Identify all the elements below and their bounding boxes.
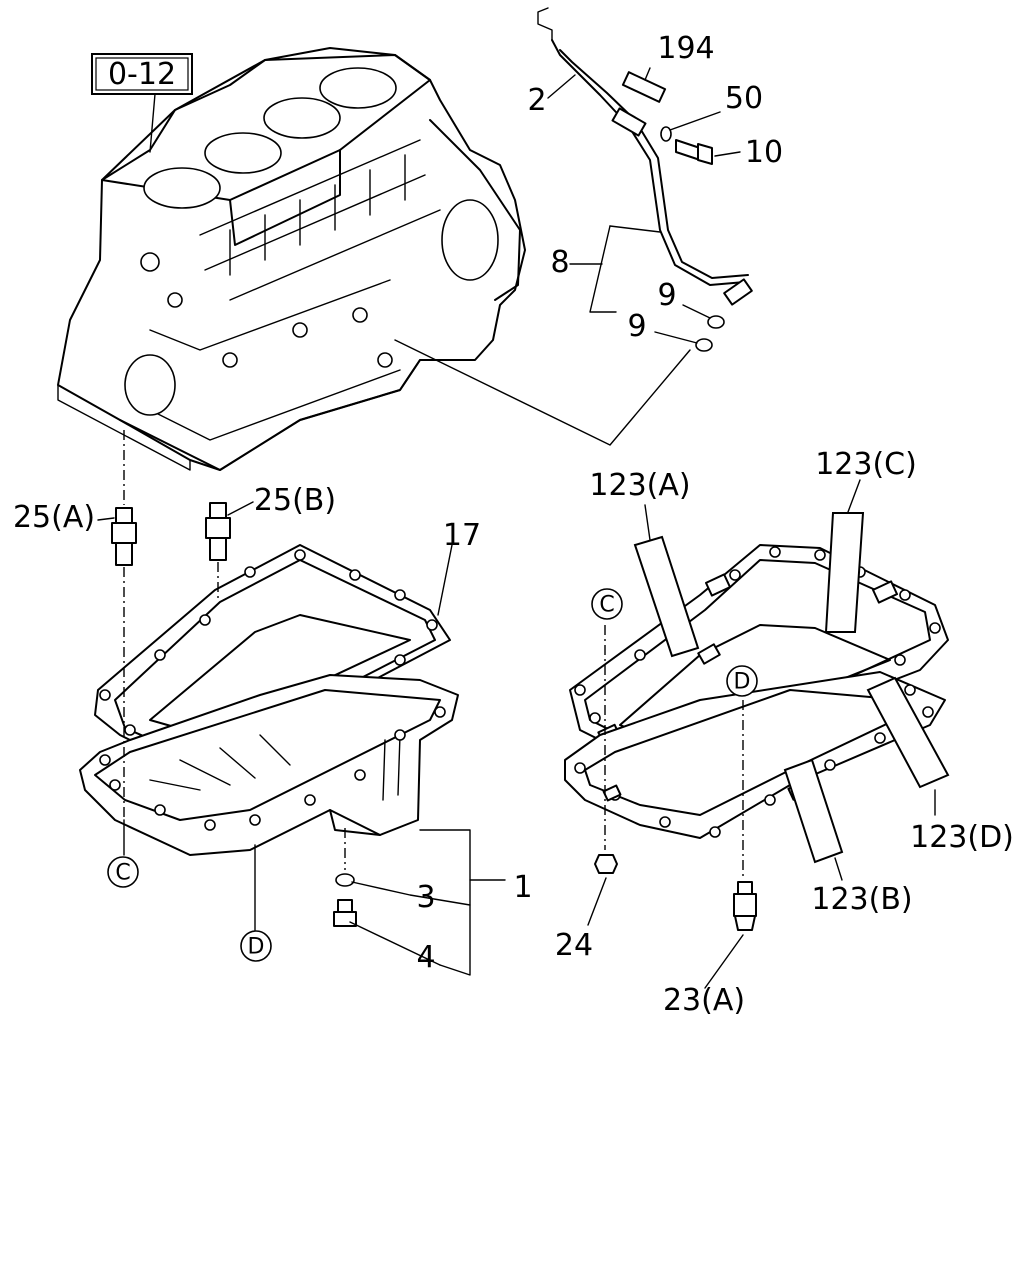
stud-25a: [111, 507, 137, 566]
circle-ref-d-left-label: D: [248, 935, 265, 960]
circle-ref-d-right-label: D: [734, 670, 751, 695]
callout-50: 50: [725, 81, 763, 116]
part-callouts: 194 2 50 10 8 9 9 25(A) 25(B) 17 1 3 4 1…: [13, 31, 1014, 1018]
callout-123c: 123(C): [815, 447, 917, 482]
dipstick-guide: [537, 7, 753, 352]
callout-9-upper: 9: [657, 278, 676, 313]
stud-25b: [205, 502, 231, 561]
callout-194: 194: [657, 31, 714, 66]
circle-ref-c-right: C: [591, 588, 623, 620]
callout-10: 10: [745, 135, 783, 170]
callout-123d: 123(D): [910, 820, 1014, 855]
oil-pan-left: [79, 544, 459, 927]
callout-17: 17: [443, 518, 481, 553]
callout-8: 8: [550, 245, 569, 280]
callout-25b: 25(B): [254, 483, 336, 518]
reference-box-label: 0-12: [108, 57, 176, 92]
callout-24: 24: [555, 928, 593, 963]
circle-ref-c-right-label: C: [599, 593, 614, 618]
callout-4: 4: [416, 940, 435, 975]
cylinder-block: [57, 47, 526, 471]
callout-1: 1: [513, 870, 532, 905]
callout-9-lower: 9: [627, 309, 646, 344]
callout-23a: 23(A): [663, 983, 745, 1018]
callout-25a: 25(A): [13, 500, 95, 535]
reference-box: 0-12: [91, 53, 193, 153]
callout-3: 3: [416, 880, 435, 915]
callout-123a: 123(A): [589, 468, 690, 503]
circle-ref-d-left: D: [240, 930, 272, 962]
circle-ref-d-right: D: [726, 665, 758, 697]
circle-ref-c-left-label: C: [115, 861, 130, 886]
callout-2: 2: [527, 83, 546, 118]
callout-123b: 123(B): [811, 882, 912, 917]
circle-ref-c-left: C: [107, 856, 139, 888]
